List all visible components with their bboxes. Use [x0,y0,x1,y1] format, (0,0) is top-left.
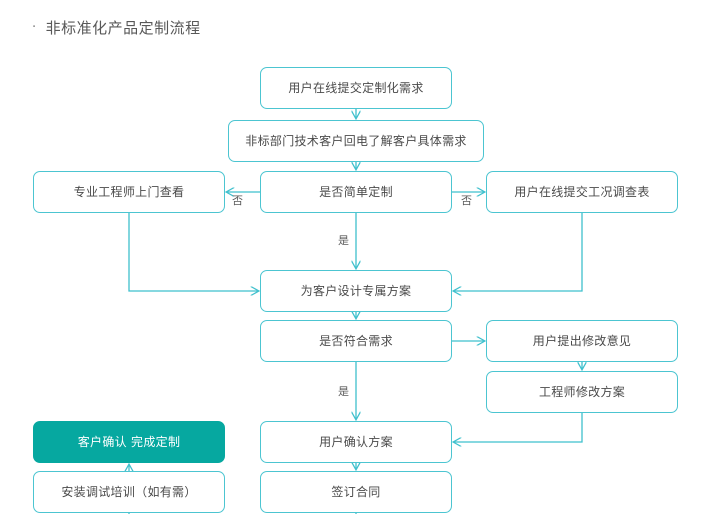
node-engineer-onsite[interactable]: 专业工程师上门查看 [33,171,225,213]
node-submit-survey[interactable]: 用户在线提交工况调查表 [486,171,678,213]
node-label: 专业工程师上门查看 [73,184,185,199]
node-label: 用户在线提交定制化需求 [288,80,424,95]
node-submit-request[interactable]: 用户在线提交定制化需求 [260,67,452,109]
node-label: 签订合同 [331,484,381,499]
node-label: 为客户设计专属方案 [300,283,412,298]
edge-label-yes-lower: 是 [338,385,349,398]
node-label: 是否符合需求 [319,333,393,348]
node-confirm-solution[interactable]: 用户确认方案 [260,421,452,463]
node-engineer-revise[interactable]: 工程师修改方案 [486,371,678,413]
node-meets-requirement[interactable]: 是否符合需求 [260,320,452,362]
page-title-text: 非标准化产品定制流程 [45,19,201,37]
node-label: 用户确认方案 [319,434,393,449]
node-install-training[interactable]: 安装调试培训（如有需） [33,471,225,513]
node-callback-detail[interactable]: 非标部门技术客户回电了解客户具体需求 [228,120,484,162]
edge-label-no-left: 否 [232,194,243,207]
node-customer-confirm[interactable]: 客户确认 完成定制 [33,421,225,463]
node-design-solution[interactable]: 为客户设计专属方案 [260,270,452,312]
page-title: · 非标准化产品定制流程 [32,17,201,38]
node-label: 用户提出修改意见 [532,333,632,348]
node-label: 是否简单定制 [319,184,393,199]
node-simple-custom[interactable]: 是否简单定制 [260,171,452,213]
edge-label-yes-upper: 是 [338,234,349,247]
bullet-icon: · [32,20,37,35]
node-label: 客户确认 完成定制 [77,434,181,449]
node-label: 用户在线提交工况调查表 [514,184,650,199]
edge-label-no-right: 否 [461,194,472,207]
node-sign-contract[interactable]: 签订合同 [260,471,452,513]
node-label: 非标部门技术客户回电了解客户具体需求 [245,133,467,148]
node-label: 安装调试培训（如有需） [61,484,197,499]
node-label: 工程师修改方案 [538,384,626,399]
node-user-feedback[interactable]: 用户提出修改意见 [486,320,678,362]
